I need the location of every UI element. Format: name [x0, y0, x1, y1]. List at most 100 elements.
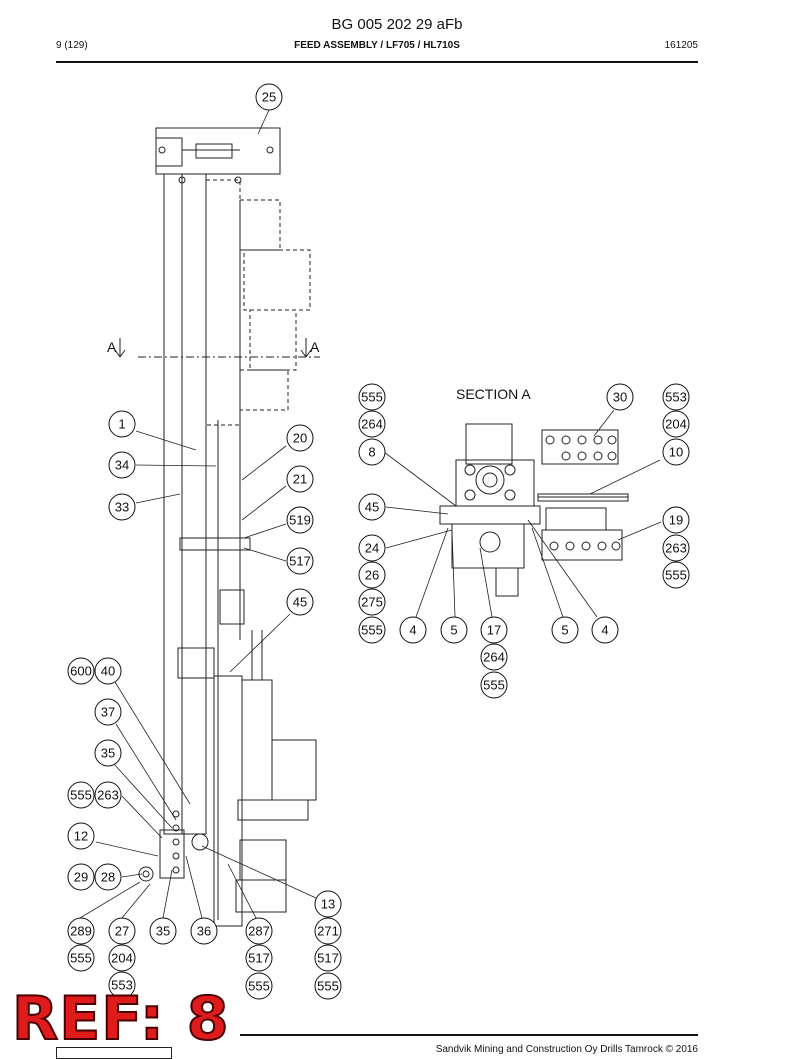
- callout-circle: [108, 944, 136, 972]
- callout-289: 289: [67, 917, 95, 945]
- callout-21: 21: [286, 465, 314, 493]
- callout-271: 271: [314, 917, 342, 945]
- callout-circle: [149, 917, 177, 945]
- callout-circle: [245, 972, 273, 1000]
- callout-circle: [94, 863, 122, 891]
- callout-circle: [108, 451, 136, 479]
- callout-circle: [190, 917, 218, 945]
- header-rule: [56, 61, 698, 63]
- callout-circle: [551, 616, 579, 644]
- section-title: SECTION A: [456, 386, 531, 402]
- callout-263: 263: [662, 534, 690, 562]
- callout-30: 30: [606, 383, 634, 411]
- callout-34: 34: [108, 451, 136, 479]
- callout-8: 8: [358, 438, 386, 466]
- callout-circle: [94, 781, 122, 809]
- callout-26: 26: [358, 561, 386, 589]
- callout-517: 517: [286, 547, 314, 575]
- callout-circle: [94, 698, 122, 726]
- callout-204: 204: [108, 944, 136, 972]
- callout-circle: [399, 616, 427, 644]
- callout-circle: [94, 657, 122, 685]
- callout-label: 45: [365, 500, 379, 515]
- callout-circle: [286, 547, 314, 575]
- callout-4: 4: [399, 616, 427, 644]
- callout-label: 5: [450, 623, 457, 638]
- callout-circle: [286, 424, 314, 452]
- callout-circle: [314, 972, 342, 1000]
- callout-label: 204: [111, 951, 133, 966]
- callout-circle: [606, 383, 634, 411]
- callout-label: 19: [669, 513, 683, 528]
- callout-label: 33: [115, 500, 129, 515]
- callout-circle: [67, 917, 95, 945]
- callout-555: 555: [245, 972, 273, 1000]
- callout-label: 4: [601, 623, 608, 638]
- document-number: BG 005 202 29 aFb: [331, 16, 463, 33]
- callout-label: 519: [289, 513, 311, 528]
- callout-circle: [480, 616, 508, 644]
- callout-label: 555: [361, 390, 383, 405]
- callout-label: 555: [317, 979, 339, 994]
- callout-label: 21: [293, 472, 307, 487]
- callout-35: 35: [94, 739, 122, 767]
- callout-label: 8: [368, 445, 375, 460]
- section-mark-left: A: [107, 339, 117, 355]
- section-mark-right: A: [310, 339, 320, 355]
- callout-circle: [480, 671, 508, 699]
- callout-19: 19: [662, 506, 690, 534]
- callout-circle: [662, 438, 690, 466]
- callout-label: 553: [665, 390, 687, 405]
- callout-circle: [67, 781, 95, 809]
- callout-label: 1: [118, 417, 125, 432]
- callout-1: 1: [108, 410, 136, 438]
- page-title: FEED ASSEMBLY / LF705 / HL710S: [294, 40, 460, 51]
- callout-circle: [94, 739, 122, 767]
- callout-circle: [358, 410, 386, 438]
- callout-circle: [358, 588, 386, 616]
- callout-circle: [108, 410, 136, 438]
- callout-10: 10: [662, 438, 690, 466]
- callout-label: 45: [293, 595, 307, 610]
- callout-517: 517: [314, 944, 342, 972]
- callout-label: 20: [293, 431, 307, 446]
- callout-label: 34: [115, 458, 129, 473]
- callout-label: 275: [361, 595, 383, 610]
- callout-40: 40: [94, 657, 122, 685]
- callout-555: 555: [358, 616, 386, 644]
- callout-label: 555: [665, 568, 687, 583]
- callout-5: 5: [440, 616, 468, 644]
- callout-label: 271: [317, 924, 339, 939]
- callout-circle: [108, 971, 136, 999]
- callout-275: 275: [358, 588, 386, 616]
- callout-circle: [67, 944, 95, 972]
- company-logo-icon: [56, 1047, 172, 1059]
- callout-555: 555: [67, 781, 95, 809]
- callout-33: 33: [108, 493, 136, 521]
- callout-label: 517: [289, 554, 311, 569]
- callout-circle: [358, 616, 386, 644]
- callout-553: 553: [662, 383, 690, 411]
- callout-circle: [67, 822, 95, 850]
- callout-29: 29: [67, 863, 95, 891]
- callout-label: 40: [101, 664, 115, 679]
- callout-37: 37: [94, 698, 122, 726]
- callout-label: 27: [115, 924, 129, 939]
- callout-circle: [662, 534, 690, 562]
- callout-circle: [358, 561, 386, 589]
- callout-circle: [286, 465, 314, 493]
- callout-label: 17: [487, 623, 501, 638]
- callout-circle: [314, 944, 342, 972]
- callout-label: 5: [561, 623, 568, 638]
- callout-label: 263: [665, 541, 687, 556]
- callout-45: 45: [358, 493, 386, 521]
- callout-28: 28: [94, 863, 122, 891]
- callout-label: 4: [409, 623, 416, 638]
- callout-circle: [662, 506, 690, 534]
- callout-circle: [286, 506, 314, 534]
- callout-circle: [108, 493, 136, 521]
- callout-circle: [67, 863, 95, 891]
- callout-circle: [358, 534, 386, 562]
- callout-circle: [358, 383, 386, 411]
